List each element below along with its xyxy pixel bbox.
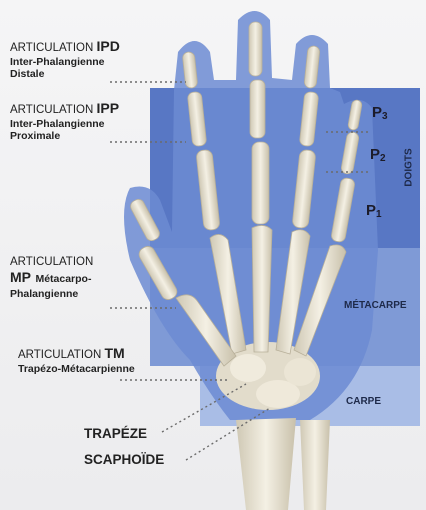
- label-ipd: ARTICULATION IPD Inter-Phalangienne Dist…: [10, 38, 120, 81]
- label-ipp-abbr: IPP: [96, 100, 119, 116]
- label-tm-prefix: ARTICULATION: [18, 349, 104, 361]
- trapeze-bone: [230, 354, 266, 382]
- label-p2: P2: [370, 146, 386, 164]
- label-tm: ARTICULATION TM Trapézo-Métacarpienne: [18, 345, 135, 375]
- label-ipp-line2: Proximale: [10, 130, 119, 142]
- zone-label-doigts: DOIGTS: [404, 148, 415, 186]
- label-mp-prefix: ARTICULATION: [10, 256, 93, 269]
- label-ipd-line1: Inter-Phalangienne: [10, 56, 120, 68]
- hamate-bone: [284, 358, 316, 386]
- label-ipd-abbr: IPD: [96, 38, 119, 54]
- label-ipp-line1: Inter-Phalangienne: [10, 118, 119, 130]
- label-mp-rest: Métacarpo-: [35, 273, 91, 285]
- radius-bone: [236, 418, 296, 510]
- label-trapeze: TRAPÉZE: [84, 426, 147, 441]
- zone-label-metacarpe: MÉTACARPE: [344, 300, 407, 311]
- label-ipd-prefix: ARTICULATION: [10, 42, 96, 54]
- label-ipp: ARTICULATION IPP Inter-Phalangienne Prox…: [10, 100, 119, 143]
- label-tm-line1: Trapézo-Métacarpienne: [18, 363, 135, 375]
- zone-label-carpe: CARPE: [346, 396, 381, 407]
- label-tm-abbr: TM: [104, 345, 124, 361]
- ulna-bone: [300, 420, 330, 510]
- label-mp-line2: Phalangienne: [10, 288, 93, 300]
- label-ipd-line2: Distale: [10, 68, 120, 80]
- label-scaphoide: SCAPHOÏDE: [84, 452, 164, 467]
- label-p3: P3: [372, 104, 388, 122]
- label-mp: ARTICULATION MP Métacarpo- Phalangienne: [10, 256, 93, 300]
- label-p1: P1: [366, 202, 382, 220]
- label-mp-abbr: MP: [10, 269, 31, 285]
- label-ipp-prefix: ARTICULATION: [10, 104, 96, 116]
